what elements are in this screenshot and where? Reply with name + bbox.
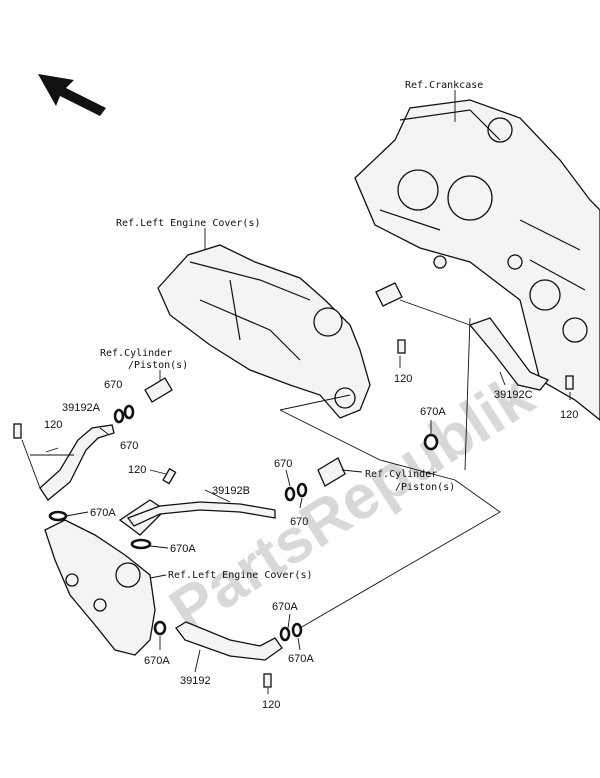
label-part-39192A: 39192A bbox=[62, 402, 101, 414]
label-part-670: 670 bbox=[104, 379, 122, 391]
o-ring bbox=[296, 482, 308, 498]
fitting-crankcase-left bbox=[375, 282, 403, 307]
label-part-39192C: 39192C bbox=[494, 389, 533, 401]
o-ring bbox=[423, 433, 439, 451]
left-engine-cover-drawing bbox=[157, 244, 371, 419]
label-part-39192B: 39192B bbox=[212, 485, 250, 497]
o-ring bbox=[113, 408, 125, 424]
label-part-670A: 670A bbox=[288, 653, 314, 665]
fitting-cylinder-right bbox=[317, 457, 346, 487]
label-part-120: 120 bbox=[262, 699, 280, 711]
o-ring bbox=[279, 626, 291, 642]
leader-lines bbox=[21, 90, 571, 694]
bolt-icon bbox=[13, 423, 22, 439]
hose-39192B bbox=[126, 501, 276, 527]
label-part-670A: 670A bbox=[144, 655, 170, 667]
bolt-icon bbox=[162, 467, 177, 485]
o-ring bbox=[123, 404, 135, 420]
bolt-icon bbox=[397, 339, 406, 354]
label-part-120: 120 bbox=[394, 373, 412, 385]
o-ring bbox=[130, 538, 152, 550]
bolt-icon bbox=[263, 673, 272, 688]
label-part-670: 670 bbox=[120, 440, 138, 452]
label-ref-cylinder-right-line1: Ref.Cylinder bbox=[365, 469, 437, 480]
o-ring bbox=[291, 622, 303, 638]
o-ring bbox=[48, 510, 68, 522]
fitting-cylinder-left bbox=[144, 377, 173, 403]
label-part-670A: 670A bbox=[90, 507, 116, 519]
label-part-670A: 670A bbox=[420, 406, 446, 418]
hose-39192A bbox=[39, 424, 115, 501]
water-pump-housing-drawing bbox=[44, 499, 167, 656]
label-part-39192: 39192 bbox=[180, 675, 211, 687]
o-ring bbox=[284, 486, 296, 502]
label-ref-cylinder-left-line1: Ref.Cylinder bbox=[100, 348, 172, 359]
label-ref-cylinder-left-line2: /Piston(s) bbox=[128, 360, 188, 371]
bolt-icon bbox=[565, 375, 574, 390]
hose-39192 bbox=[175, 621, 283, 661]
label-part-120: 120 bbox=[128, 464, 146, 476]
hose-39192C bbox=[468, 317, 550, 391]
label-part-670A: 670A bbox=[170, 543, 196, 555]
direction-arrow-icon bbox=[38, 74, 106, 116]
label-ref-crankcase: Ref.Crankcase bbox=[405, 80, 483, 91]
label-part-120: 120 bbox=[44, 419, 62, 431]
o-ring bbox=[153, 620, 167, 636]
label-part-670: 670 bbox=[290, 516, 308, 528]
label-part-670A: 670A bbox=[272, 601, 298, 613]
label-part-120: 120 bbox=[560, 409, 578, 421]
label-ref-cylinder-right-line2: /Piston(s) bbox=[395, 482, 455, 493]
label-ref-left-engine-cover-top: Ref.Left Engine Cover(s) bbox=[116, 218, 261, 229]
crankcase-drawing bbox=[354, 99, 600, 421]
label-part-670: 670 bbox=[274, 458, 292, 470]
label-ref-left-engine-cover-bottom: Ref.Left Engine Cover(s) bbox=[168, 570, 313, 581]
